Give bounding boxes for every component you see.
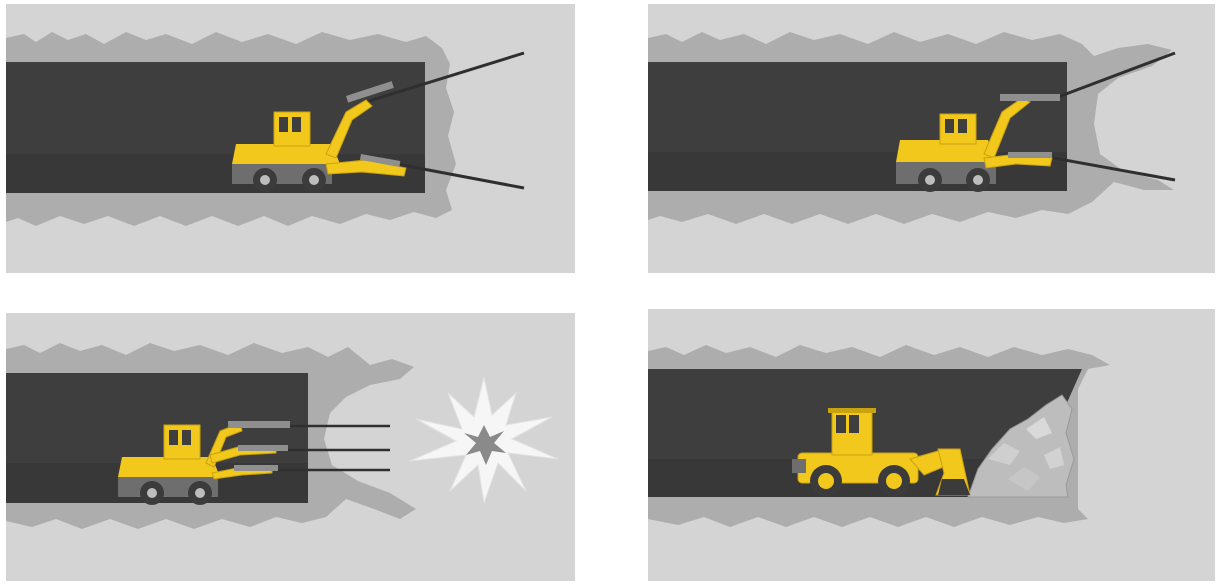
panel-1-illustration [6, 4, 575, 273]
lower-feed [234, 465, 278, 471]
upper-feed [1000, 94, 1060, 101]
panel-blasting-step-3 [6, 313, 575, 581]
rig-body [232, 144, 340, 164]
panel-drilling-step-1 [6, 4, 575, 273]
panel-drilling-step-2 [648, 4, 1215, 273]
loader-roof [828, 408, 876, 413]
panel-2-illustration [648, 4, 1215, 273]
lower-feed [1008, 152, 1052, 158]
loader-rear [792, 459, 806, 473]
panel-3-illustration [6, 313, 575, 581]
panel-4-illustration [648, 309, 1215, 581]
upper-feed [228, 421, 290, 428]
rig-body [118, 457, 220, 477]
panel-mucking-step-4 [648, 309, 1215, 581]
middle-feed [238, 445, 288, 451]
